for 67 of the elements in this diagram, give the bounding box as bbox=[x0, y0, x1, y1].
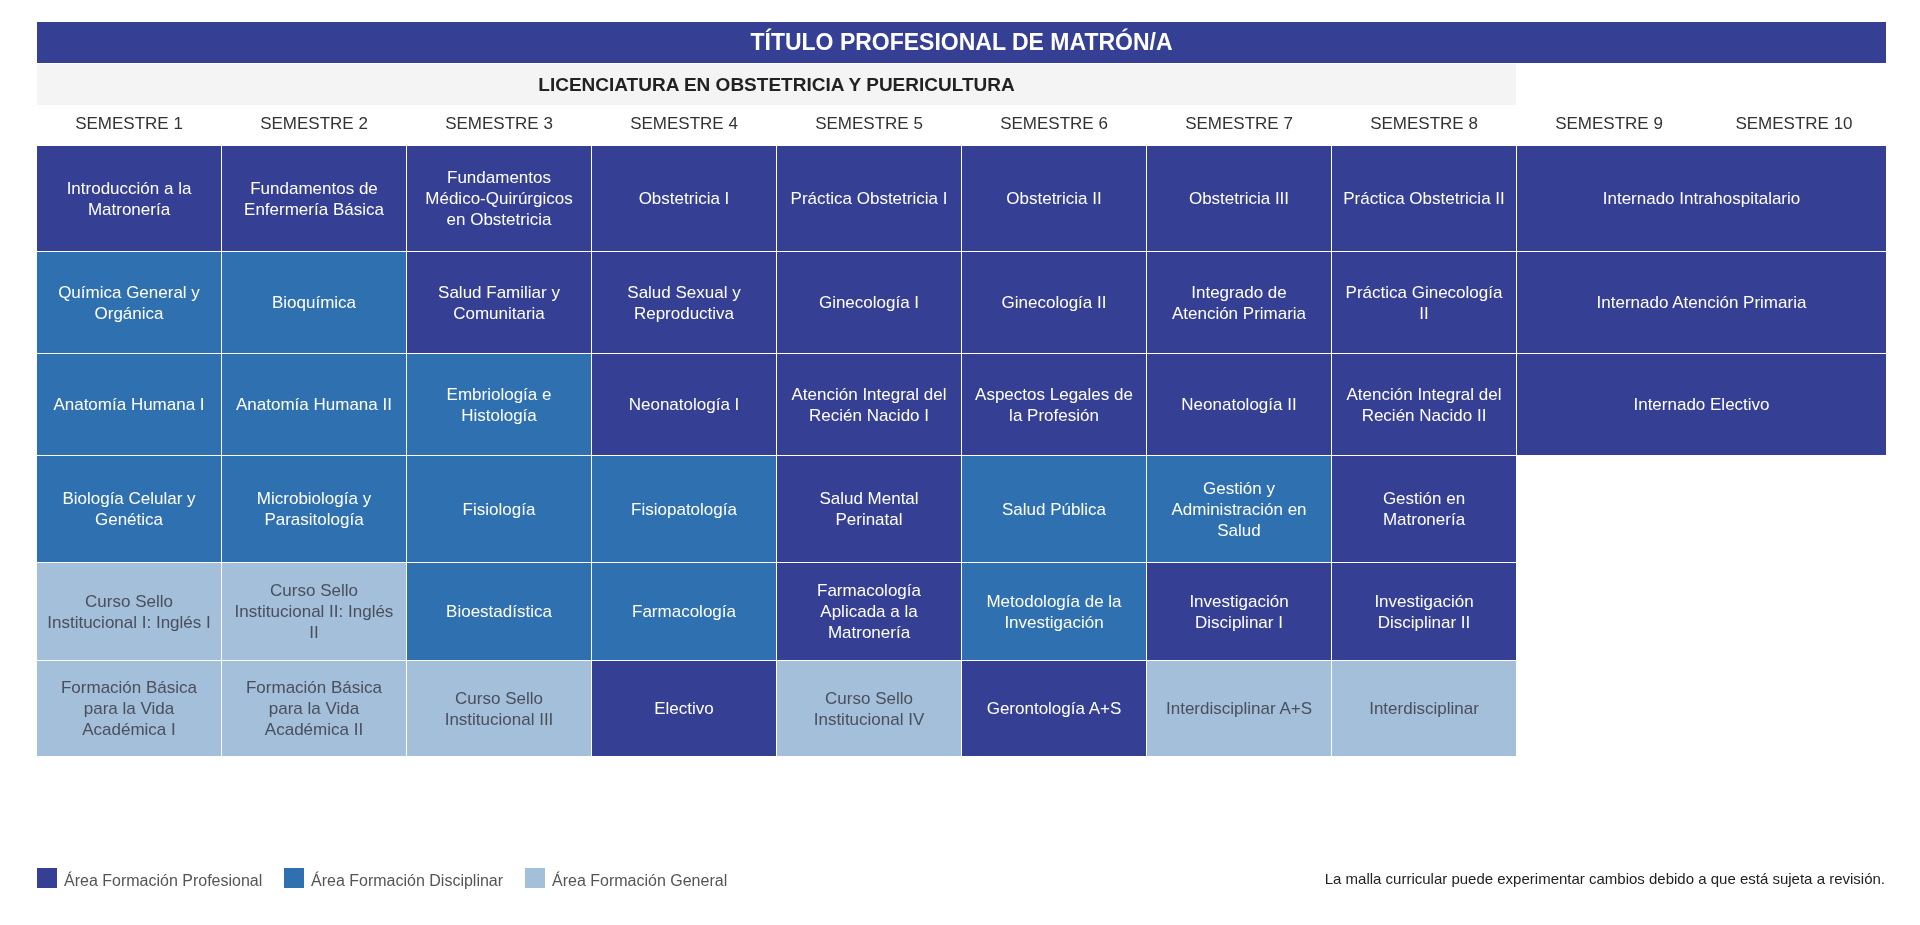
course-cell: Anatomía Humana II bbox=[222, 354, 406, 455]
course-cell: Práctica Ginecología II bbox=[1332, 252, 1516, 353]
course-cell: Neonatología I bbox=[592, 354, 776, 455]
column-header: SEMESTRE 8 bbox=[1369, 113, 1479, 135]
course-cell: Microbiología y Parasitología bbox=[222, 456, 406, 562]
course-cell: Neonatología II bbox=[1147, 354, 1331, 455]
course-cell: Fundamentos de Enfermería Básica bbox=[222, 146, 406, 251]
legend-label: Área Formación General bbox=[552, 872, 728, 890]
course-cell: Embriología e Histología bbox=[407, 354, 591, 455]
course-cell: Fisiopatología bbox=[592, 456, 776, 562]
course-cell: Aspectos Legales de la Profesión bbox=[962, 354, 1146, 455]
course-cell: Formación Básica para la Vida Académica I bbox=[37, 661, 221, 756]
course-cell: Fundamentos Médico-Quirúrgicos en Obstetricia bbox=[407, 146, 591, 251]
subtitle-banner: LICENCIATURA EN OBSTETRICIA Y PUERICULTURA bbox=[37, 64, 1516, 105]
column-header: SEMESTRE 7 bbox=[1184, 113, 1294, 135]
course-cell: Biología Celular y Genética bbox=[37, 456, 221, 562]
column-header: SEMESTRE 9 bbox=[1554, 113, 1664, 135]
column-header: SEMESTRE 3 bbox=[444, 113, 554, 135]
course-cell: Salud Mental Perinatal bbox=[777, 456, 961, 562]
column-header: SEMESTRE 6 bbox=[999, 113, 1109, 135]
title-banner: TÍTULO PROFESIONAL DE MATRÓN/A bbox=[37, 22, 1886, 63]
column-header: SEMESTRE 2 bbox=[259, 113, 369, 135]
legend-label: Área Formación Disciplinar bbox=[311, 872, 504, 890]
course-cell: Interdisciplinar bbox=[1332, 661, 1516, 756]
course-cell: Internado Atención Primaria bbox=[1517, 252, 1886, 353]
column-header: SEMESTRE 5 bbox=[814, 113, 924, 135]
course-cell: Atención Integral del Recién Nacido II bbox=[1332, 354, 1516, 455]
course-cell: Obstetricia II bbox=[962, 146, 1146, 251]
course-cell: Internado Electivo bbox=[1517, 354, 1886, 455]
course-cell: Práctica Obstetricia I bbox=[777, 146, 961, 251]
column-header: SEMESTRE 4 bbox=[629, 113, 739, 135]
course-cell: Investigación Disciplinar II bbox=[1332, 563, 1516, 660]
course-cell: Curso Sello Institucional IV bbox=[777, 661, 961, 756]
column-header: SEMESTRE 1 bbox=[74, 113, 184, 135]
course-cell: Investigación Disciplinar I bbox=[1147, 563, 1331, 660]
course-cell: Integrado de Atención Primaria bbox=[1147, 252, 1331, 353]
course-cell: Curso Sello Institucional III bbox=[407, 661, 591, 756]
course-cell: Fisiología bbox=[407, 456, 591, 562]
legend-label: Área Formación Profesional bbox=[64, 872, 263, 890]
course-cell: Salud Familiar y Comunitaria bbox=[407, 252, 591, 353]
course-cell: Salud Pública bbox=[962, 456, 1146, 562]
course-cell: Farmacología bbox=[592, 563, 776, 660]
course-cell: Bioquímica bbox=[222, 252, 406, 353]
course-cell: Química General y Orgánica bbox=[37, 252, 221, 353]
course-cell: Internado Intrahospitalario bbox=[1517, 146, 1886, 251]
footnote: La malla curricular puede experimentar cambios debido a que está sujeta a revisión. bbox=[1324, 870, 1885, 887]
course-cell: Formación Básica para la Vida Académica II bbox=[222, 661, 406, 756]
course-cell: Farmacología Aplicada a la Matronería bbox=[777, 563, 961, 660]
column-header: SEMESTRE 10 bbox=[1734, 113, 1854, 135]
course-cell: Curso Sello Institucional I: Inglés I bbox=[37, 563, 221, 660]
course-cell: Salud Sexual y Reproductiva bbox=[592, 252, 776, 353]
course-cell: Ginecología I bbox=[777, 252, 961, 353]
course-cell: Bioestadística bbox=[407, 563, 591, 660]
course-cell: Curso Sello Institucional II: Inglés II bbox=[222, 563, 406, 660]
course-cell: Gestión en Matronería bbox=[1332, 456, 1516, 562]
course-cell: Gestión y Administración en Salud bbox=[1147, 456, 1331, 562]
course-cell: Introducción a la Matronería bbox=[37, 146, 221, 251]
course-cell: Interdisciplinar A+S bbox=[1147, 661, 1331, 756]
course-cell: Ginecología II bbox=[962, 252, 1146, 353]
course-cell: Metodología de la Investigación bbox=[962, 563, 1146, 660]
course-cell: Atención Integral del Recién Nacido I bbox=[777, 354, 961, 455]
course-cell: Electivo bbox=[592, 661, 776, 756]
course-cell: Práctica Obstetricia II bbox=[1332, 146, 1516, 251]
course-cell: Anatomía Humana I bbox=[37, 354, 221, 455]
course-cell: Obstetricia I bbox=[592, 146, 776, 251]
course-cell: Obstetricia III bbox=[1147, 146, 1331, 251]
course-cell: Gerontología A+S bbox=[962, 661, 1146, 756]
